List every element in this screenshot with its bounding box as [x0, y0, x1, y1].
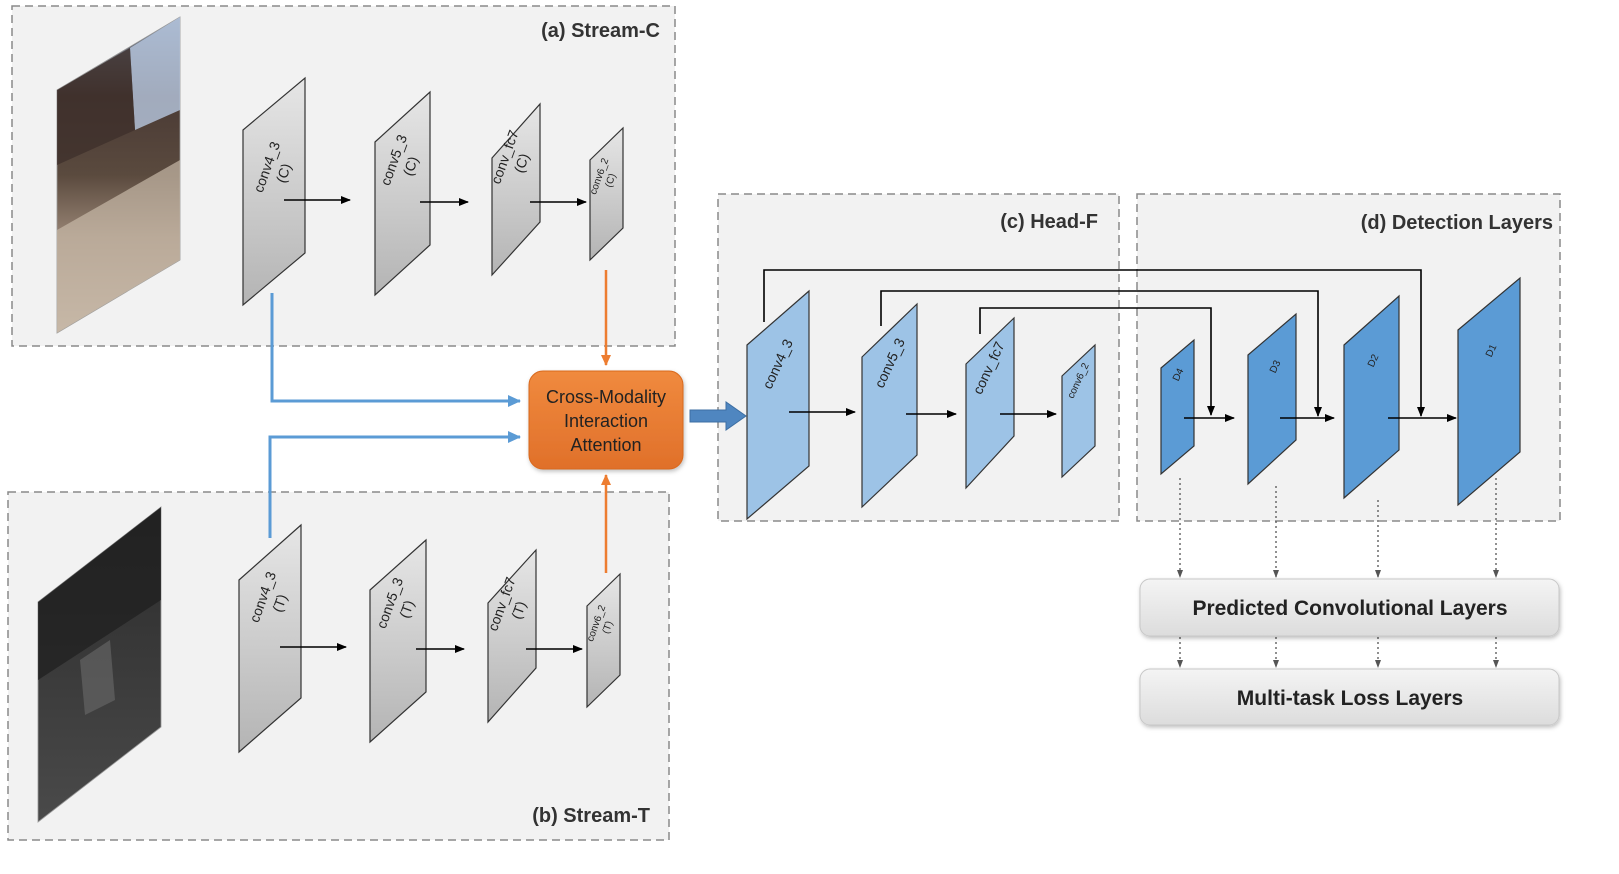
detection-d3 — [1247, 312, 1297, 486]
attention-to-head-arrow — [689, 401, 747, 431]
svg-text:(T): (T) — [508, 599, 529, 621]
attention-line-3: Attention — [570, 435, 641, 455]
stream-c-conv5-3 — [374, 90, 431, 297]
stream-t-conv-fc7 — [487, 548, 537, 724]
head-conv6-2 — [1061, 343, 1096, 479]
color-input-image — [56, 16, 181, 334]
head-conv-fc7 — [965, 316, 1015, 490]
stream-c-title: (a) Stream-C — [541, 20, 660, 42]
detection-d3-label: D3 — [1268, 358, 1284, 375]
stream-c-conv-fc7 — [491, 102, 541, 277]
detection-d1 — [1457, 276, 1521, 507]
head-conv4-3 — [746, 289, 810, 521]
detection-d2-label: D2 — [1366, 352, 1382, 369]
svg-text:(C): (C) — [273, 161, 295, 185]
detection-d4-label: D4 — [1171, 366, 1187, 383]
stream-c-to-attention-arrow — [270, 293, 521, 407]
head-f-title: (c) Head-F — [1000, 211, 1098, 233]
stream-t-conv6-2 — [586, 572, 621, 709]
svg-text:(T): (T) — [601, 620, 616, 636]
stream-t-title: (b) Stream-T — [532, 805, 650, 827]
stream-c-conv6-2 — [589, 126, 624, 262]
detection-d1-label: D1 — [1484, 342, 1500, 359]
svg-text:(C): (C) — [400, 154, 422, 178]
skip-conv4-3-to-d1 — [763, 269, 1425, 417]
attention-line-2: Interaction — [564, 411, 648, 431]
head-conv5-3 — [861, 302, 918, 509]
svg-text:(T): (T) — [269, 592, 290, 614]
predicted-conv-layers-bar: Predicted Convolutional Layers — [1139, 578, 1560, 637]
svg-text:(C): (C) — [604, 172, 619, 189]
thermal-input-image — [37, 506, 162, 823]
detection-d4 — [1160, 338, 1195, 476]
attention-line-1: Cross-Modality — [546, 387, 666, 407]
stream-t-conv4-3 — [238, 523, 302, 754]
svg-text:(C): (C) — [511, 151, 533, 175]
stream-c-conv4-3 — [242, 76, 306, 307]
detection-d2 — [1343, 294, 1400, 500]
multi-task-loss-label: Multi-task Loss Layers — [1237, 687, 1463, 710]
stream-t-to-attention-arrow — [268, 431, 521, 538]
cross-modality-attention-block: Cross-Modality Interaction Attention — [528, 370, 684, 470]
stream-t-conv5-3 — [369, 538, 427, 744]
multi-task-loss-bar: Multi-task Loss Layers — [1139, 668, 1560, 726]
svg-text:(T): (T) — [396, 598, 417, 620]
detection-title: (d) Detection Layers — [1361, 212, 1553, 234]
predicted-conv-layers-label: Predicted Convolutional Layers — [1192, 597, 1507, 620]
skip-conv-fc7-to-d3 — [979, 307, 1215, 416]
skip-conv5-3-to-d2 — [880, 290, 1322, 417]
